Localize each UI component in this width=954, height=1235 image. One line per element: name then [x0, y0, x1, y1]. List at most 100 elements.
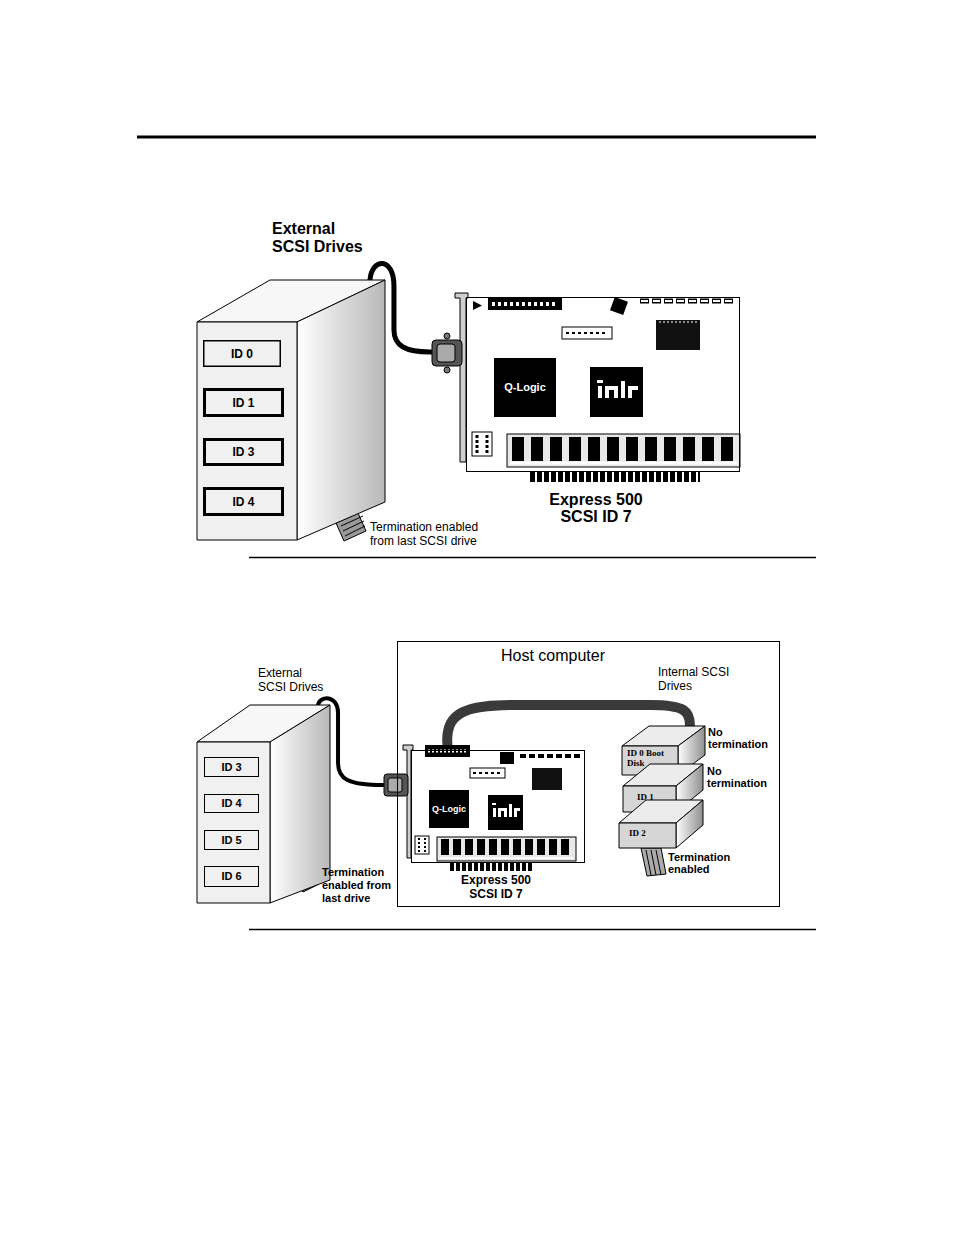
memory-chip	[532, 768, 562, 790]
card-board	[411, 750, 585, 863]
socket-slot	[510, 462, 737, 465]
shape-outline	[197, 705, 330, 903]
memory-chip	[656, 320, 700, 350]
chip-label: Q-Logic	[432, 804, 466, 814]
header-pins	[473, 772, 502, 774]
chip-legs	[659, 322, 698, 323]
adapter-card: Express 500 SCSI ID 7Q-Logic	[411, 750, 585, 863]
card-caption: Express 500 SCSI ID 7	[456, 873, 536, 901]
intel-logo	[492, 803, 520, 817]
connector-pins	[428, 750, 467, 753]
chip-label: Q-Logic	[504, 381, 546, 394]
jumper-block	[415, 836, 429, 854]
drive-enclosure: External SCSI DrivesID 0ID 1ID 3ID 4	[197, 280, 385, 540]
note-label: Termination enabled from last drive	[322, 866, 395, 905]
drive-slot: ID 6	[204, 866, 259, 887]
enclosure-heading: External SCSI Drives	[272, 220, 372, 256]
host-computer: Host computerExpress 500 SCSI ID 7Q-Logi…	[397, 641, 780, 907]
jumper-pins	[486, 435, 489, 453]
drive-front	[619, 823, 676, 848]
processor-chip	[590, 367, 643, 417]
connector-pins	[492, 302, 558, 306]
drive-slot: ID 3	[204, 757, 259, 777]
note-label: No termination	[708, 726, 778, 750]
drive-slot: ID 4	[204, 794, 259, 813]
enclosure-heading: External SCSI Drives	[258, 666, 330, 694]
note-label: Termination enabled from last SCSI drive	[370, 520, 490, 548]
pin-marker	[473, 301, 482, 310]
drive-slot: ID 4	[203, 487, 284, 516]
d-connector	[432, 340, 462, 366]
mounting-bracket	[455, 293, 468, 462]
mounting-bracket	[403, 745, 413, 858]
internal-connector	[488, 298, 562, 310]
internal-drive: ID 2	[619, 800, 703, 848]
small-chip	[610, 297, 628, 315]
ribbon-lines	[646, 850, 661, 875]
led-row	[641, 300, 736, 302]
internal-connector	[425, 745, 470, 757]
note-label: Internal SCSI Drives	[658, 665, 732, 693]
memory-socket	[507, 434, 740, 467]
connector-screw	[444, 367, 450, 373]
drive-side	[676, 800, 703, 848]
slot-label: ID 3	[221, 761, 241, 774]
drive-slot: ID 5	[204, 830, 259, 850]
ribbon-stub	[641, 848, 666, 876]
shape-outline	[619, 800, 703, 848]
enclosure-front	[197, 742, 270, 903]
drive-label: ID 2	[629, 828, 646, 838]
connector-screw	[444, 333, 450, 339]
led-row	[640, 299, 736, 304]
note-label: Termination enabled	[668, 851, 740, 875]
slot-label: ID 1	[232, 396, 254, 410]
enclosure-front	[197, 322, 297, 540]
card-caption: Express 500 SCSI ID 7	[541, 491, 651, 525]
edge-fingers	[530, 472, 700, 482]
scsi-cable	[318, 698, 411, 785]
slot-label: ID 5	[221, 834, 241, 847]
jumper-pins	[476, 435, 479, 453]
header	[470, 768, 505, 778]
enclosure-side	[270, 705, 330, 903]
memory-chips	[512, 437, 736, 461]
note-label: No termination	[707, 765, 777, 789]
d-connector-face	[388, 778, 402, 792]
slot-label: ID 6	[221, 870, 241, 883]
header-pins	[566, 332, 608, 334]
drive-enclosure: External SCSI DrivesID 3ID 4ID 5ID 6	[197, 705, 330, 903]
jumper-block	[472, 432, 492, 456]
d-connector	[384, 774, 408, 796]
small-chip	[500, 752, 514, 764]
memory-socket	[437, 837, 576, 861]
rule	[249, 929, 816, 931]
processor-chip	[488, 795, 523, 830]
rule	[249, 557, 816, 559]
slot-label: ID 0	[231, 347, 253, 361]
controller-chip: Q-Logic	[429, 790, 469, 828]
card-board	[466, 297, 740, 472]
memory-chips	[441, 839, 573, 855]
slot-label: ID 4	[232, 495, 254, 509]
host-heading: Host computer	[501, 646, 651, 665]
adapter-card: Express 500 SCSI ID 7Q-Logic	[466, 297, 740, 472]
socket-slot	[440, 857, 573, 859]
led-row	[520, 754, 583, 758]
drive-slot: ID 3	[203, 438, 284, 466]
intel-logo	[597, 380, 638, 398]
drive-slot: ID 0	[203, 340, 281, 367]
rule	[137, 136, 816, 139]
slot-label: ID 4	[221, 797, 241, 810]
jumper-pins	[424, 838, 426, 852]
jumper-pins	[418, 838, 420, 852]
slot-label: ID 3	[232, 445, 254, 459]
header	[562, 327, 612, 339]
edge-fingers	[450, 863, 532, 871]
controller-chip: Q-Logic	[494, 358, 556, 417]
enclosure-side	[297, 280, 385, 540]
shape-outline	[197, 280, 385, 540]
drive-slot: ID 1	[203, 388, 284, 417]
